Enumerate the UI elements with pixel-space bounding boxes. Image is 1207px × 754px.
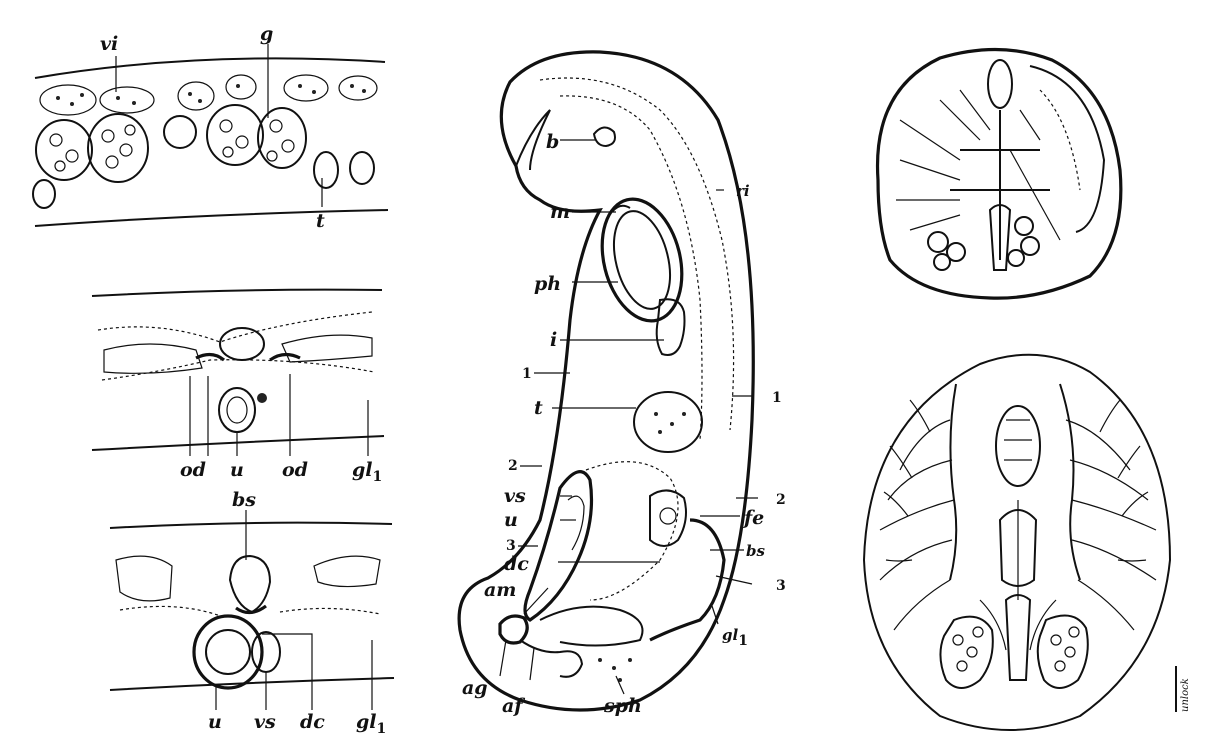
label-1-left: 1 bbox=[522, 366, 532, 382]
label-3-left: 3 bbox=[506, 538, 516, 554]
label-ag: ag bbox=[462, 677, 488, 699]
label-vi: vi bbox=[100, 33, 118, 55]
artist-signature: unlock bbox=[1180, 678, 1191, 712]
label-vs-bl: vs bbox=[254, 711, 276, 733]
label-2-right: 2 bbox=[776, 492, 786, 508]
label-sph: sph bbox=[603, 695, 642, 717]
germ-cell-clusters bbox=[32, 104, 375, 209]
label-dc-center: dc bbox=[504, 553, 529, 575]
label-ph: ph bbox=[534, 273, 561, 295]
label-ri: ri bbox=[736, 182, 750, 200]
label-gl1-bl: gl1 bbox=[356, 711, 386, 737]
label-dc-bl: dc bbox=[300, 711, 325, 733]
vitelline-clusters bbox=[39, 74, 378, 116]
label-t-center: t bbox=[534, 397, 543, 419]
label-gl1-mid: gl1 bbox=[352, 459, 382, 485]
label-m: m bbox=[550, 201, 570, 223]
label-g: g bbox=[260, 23, 273, 45]
label-od-right: od bbox=[282, 459, 308, 481]
panel-top-left: vi g t bbox=[32, 23, 389, 232]
label-u-mid: u bbox=[230, 459, 244, 481]
label-1-right: 1 bbox=[772, 390, 782, 406]
label-gl1-center: gl1 bbox=[722, 626, 748, 649]
label-u-center: u bbox=[504, 509, 518, 531]
label-bs-center: bs bbox=[746, 542, 765, 560]
label-am: am bbox=[484, 579, 516, 601]
label-fe: fe bbox=[742, 507, 764, 529]
label-i: i bbox=[550, 329, 557, 351]
panel-bottom-right: unlock bbox=[862, 353, 1191, 731]
panel-bottom-left: bs u vs dc gl1 bbox=[109, 489, 395, 737]
label-b: b bbox=[546, 131, 559, 153]
label-3-right: 3 bbox=[776, 578, 786, 594]
label-bs-bl: bs bbox=[232, 489, 256, 511]
label-2-left: 2 bbox=[508, 458, 518, 474]
panel-mid-left: od u od gl1 bbox=[91, 288, 385, 485]
panel-top-right bbox=[875, 47, 1123, 300]
panel-center: b ri m ph i t vs u dc am ag af sph fe bs… bbox=[457, 50, 786, 717]
label-t-top: t bbox=[316, 210, 325, 232]
label-od-left: od bbox=[180, 459, 206, 481]
label-u-bl: u bbox=[208, 711, 222, 733]
label-vs-center: vs bbox=[504, 485, 526, 507]
label-af: af bbox=[502, 695, 525, 717]
